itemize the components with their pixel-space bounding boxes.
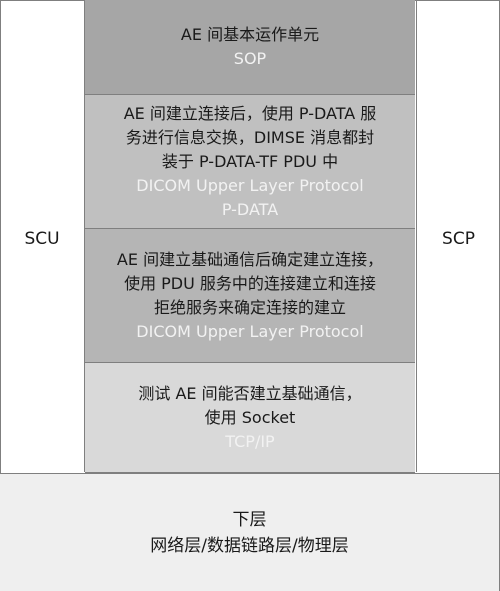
layer-protocol-line: DICOM Upper Layer Protocol <box>136 175 364 195</box>
layer-description-line: 测试 AE 间能否建立基础通信， <box>138 383 362 403</box>
scp-label: SCP <box>442 228 475 249</box>
lower-layer: 下层 网络层/数据链路层/物理层 <box>0 473 499 591</box>
layer-protocol-line: P-DATA <box>221 199 279 219</box>
layer-sop: AE 间基本运作单元 SOP <box>85 0 415 95</box>
layer-description: AE 间基本运作单元 <box>180 25 320 44</box>
layer-protocol-line: TCP/IP <box>225 431 275 451</box>
layer-description-line: 使用 Socket <box>204 407 296 427</box>
scu-column: SCU <box>0 0 85 472</box>
layer-description-line: AE 间建立连接后，使用 P-DATA 服 <box>123 103 377 123</box>
layer-description-line: 务进行信息交换，DIMSE 消息都封 <box>125 127 375 147</box>
layer-p-data: AE 间建立连接后，使用 P-DATA 服 务进行信息交换，DIMSE 消息都封… <box>85 95 415 229</box>
layer-description-line: AE 间建立基础通信后确定建立连接， <box>116 249 384 269</box>
scp-column: SCP <box>416 0 500 472</box>
layer-description-line: 装于 P-DATA-TF PDU 中 <box>161 151 339 171</box>
layer-association: AE 间建立基础通信后确定建立连接， 使用 PDU 服务中的连接建立和连接 拒绝… <box>85 229 415 363</box>
lower-layer-title: 下层 <box>232 509 267 530</box>
layer-protocol: SOP <box>233 49 267 68</box>
layer-description-line: 拒绝服务来确定连接的建立 <box>153 297 346 317</box>
layer-protocol-line: DICOM Upper Layer Protocol <box>136 321 364 341</box>
lower-layer-subtitle: 网络层/数据链路层/物理层 <box>150 535 349 556</box>
layer-tcp-ip: 测试 AE 间能否建立基础通信， 使用 Socket TCP/IP <box>85 363 415 473</box>
scu-label: SCU <box>24 228 60 249</box>
layer-description-line: 使用 PDU 服务中的连接建立和连接 <box>124 273 376 293</box>
protocol-stack: AE 间基本运作单元 SOP AE 间建立连接后，使用 P-DATA 服 务进行… <box>85 0 415 473</box>
